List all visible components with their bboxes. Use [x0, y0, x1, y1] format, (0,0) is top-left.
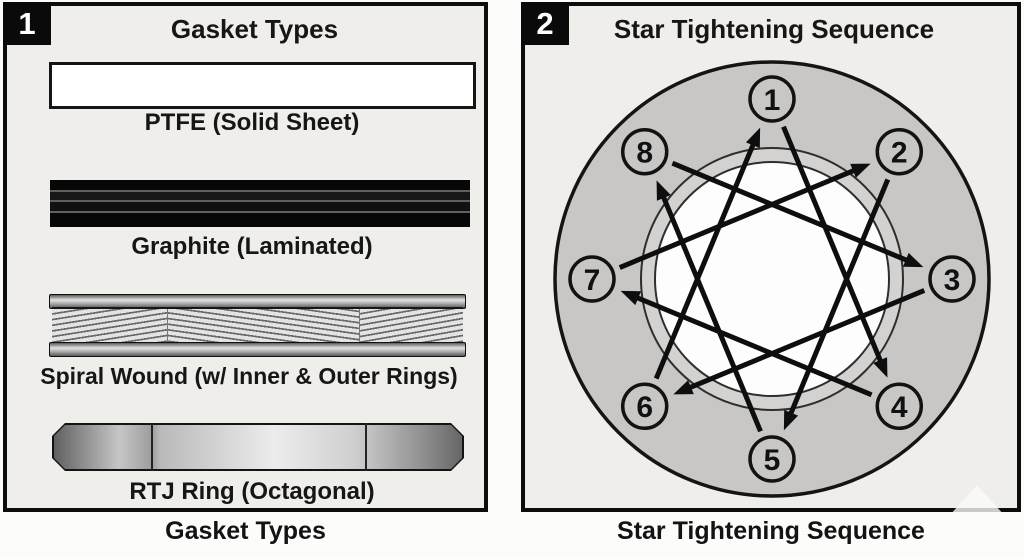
- sequence-arrow-line-3-to-6: [683, 288, 926, 393]
- star-sequence-panel: 2 Star Tightening Sequence 1 2 3 4 5 6 7 8: [521, 2, 1021, 516]
- rtj-segment-divider: [365, 423, 367, 471]
- gasket-types-caption: Gasket Types: [165, 517, 326, 545]
- flange-bore: [654, 161, 890, 397]
- panel-number-badge-1: 1: [3, 2, 51, 45]
- bolt-circle-7: [568, 255, 616, 303]
- ptfe-gasket-graphic: [49, 62, 476, 109]
- bolt-circle-8: [620, 127, 669, 176]
- spiral-outer-ring-bottom: [49, 342, 466, 357]
- bolt-number-5: 5: [764, 444, 781, 477]
- bolt-circle-2: [875, 127, 924, 176]
- bolt-circle-3: [928, 255, 976, 303]
- bolt-circle-6: [620, 382, 669, 431]
- spiral-wound-gasket-label: Spiral Wound (w/ Inner & Outer Rings): [40, 363, 458, 389]
- rtj-gasket-label: RTJ Ring (Octagonal): [129, 478, 375, 505]
- sequence-arrowhead-4-to-7: [620, 290, 642, 306]
- sequence-arrowhead-6-to-1: [745, 127, 761, 149]
- sequence-arrowhead-1-to-4: [873, 357, 888, 378]
- flange-diagram: 1 2 3 4 5 6 7 8: [553, 60, 991, 498]
- sequence-arrowhead-5-to-8: [656, 180, 671, 201]
- sequence-arrow-line-7-to-2: [618, 165, 861, 270]
- sequence-arrowhead-2-to-5: [783, 409, 799, 431]
- bolt-number-4: 4: [891, 391, 908, 424]
- bolt-circle-4: [875, 382, 924, 431]
- panel2-title: Star Tightening Sequence: [613, 14, 935, 44]
- bolt-number-1: 1: [764, 84, 781, 117]
- watermark-triangle-icon: [949, 485, 1005, 516]
- bolt-number-2: 2: [891, 137, 908, 170]
- sequence-arrowhead-7-to-2: [850, 163, 871, 178]
- rtj-gasket-graphic: [52, 423, 464, 471]
- sequence-arrowhead-8-to-3: [902, 252, 924, 268]
- spiral-windings-texture: [52, 307, 463, 344]
- sequence-arrowhead-3-to-6: [673, 380, 694, 395]
- bolt-number-6: 6: [636, 391, 653, 424]
- sequence-arrow-line-6-to-1: [653, 137, 758, 380]
- sequence-arrow-line-8-to-3: [671, 160, 914, 265]
- graphite-gasket-label: Graphite (Laminated): [131, 233, 373, 260]
- sequence-arrow-line-5-to-8: [658, 190, 763, 433]
- gasket-types-panel: 1 Gasket Types PTFE (Solid Sheet) Graphi…: [3, 2, 488, 512]
- sequence-arrow-line-4-to-7: [630, 293, 873, 398]
- ptfe-gasket-label: PTFE (Solid Sheet): [144, 109, 360, 136]
- panel1-title: Gasket Types: [170, 14, 339, 44]
- bolt-number-3: 3: [944, 264, 961, 297]
- rtj-segment-divider: [151, 423, 153, 471]
- graphite-gasket-graphic: [50, 180, 470, 227]
- panel-number-badge-2: 2: [521, 2, 569, 45]
- bolt-circle-1: [748, 75, 796, 123]
- sequence-arrow-line-1-to-4: [781, 125, 886, 368]
- spiral-wound-gasket-graphic: [49, 294, 466, 357]
- sequence-arrow-line-2-to-5: [786, 178, 891, 421]
- star-sequence-caption: Star Tightening Sequence: [617, 517, 925, 545]
- bolt-circle-5: [748, 435, 796, 483]
- bolt-number-7: 7: [584, 264, 601, 297]
- bolt-number-8: 8: [636, 137, 653, 170]
